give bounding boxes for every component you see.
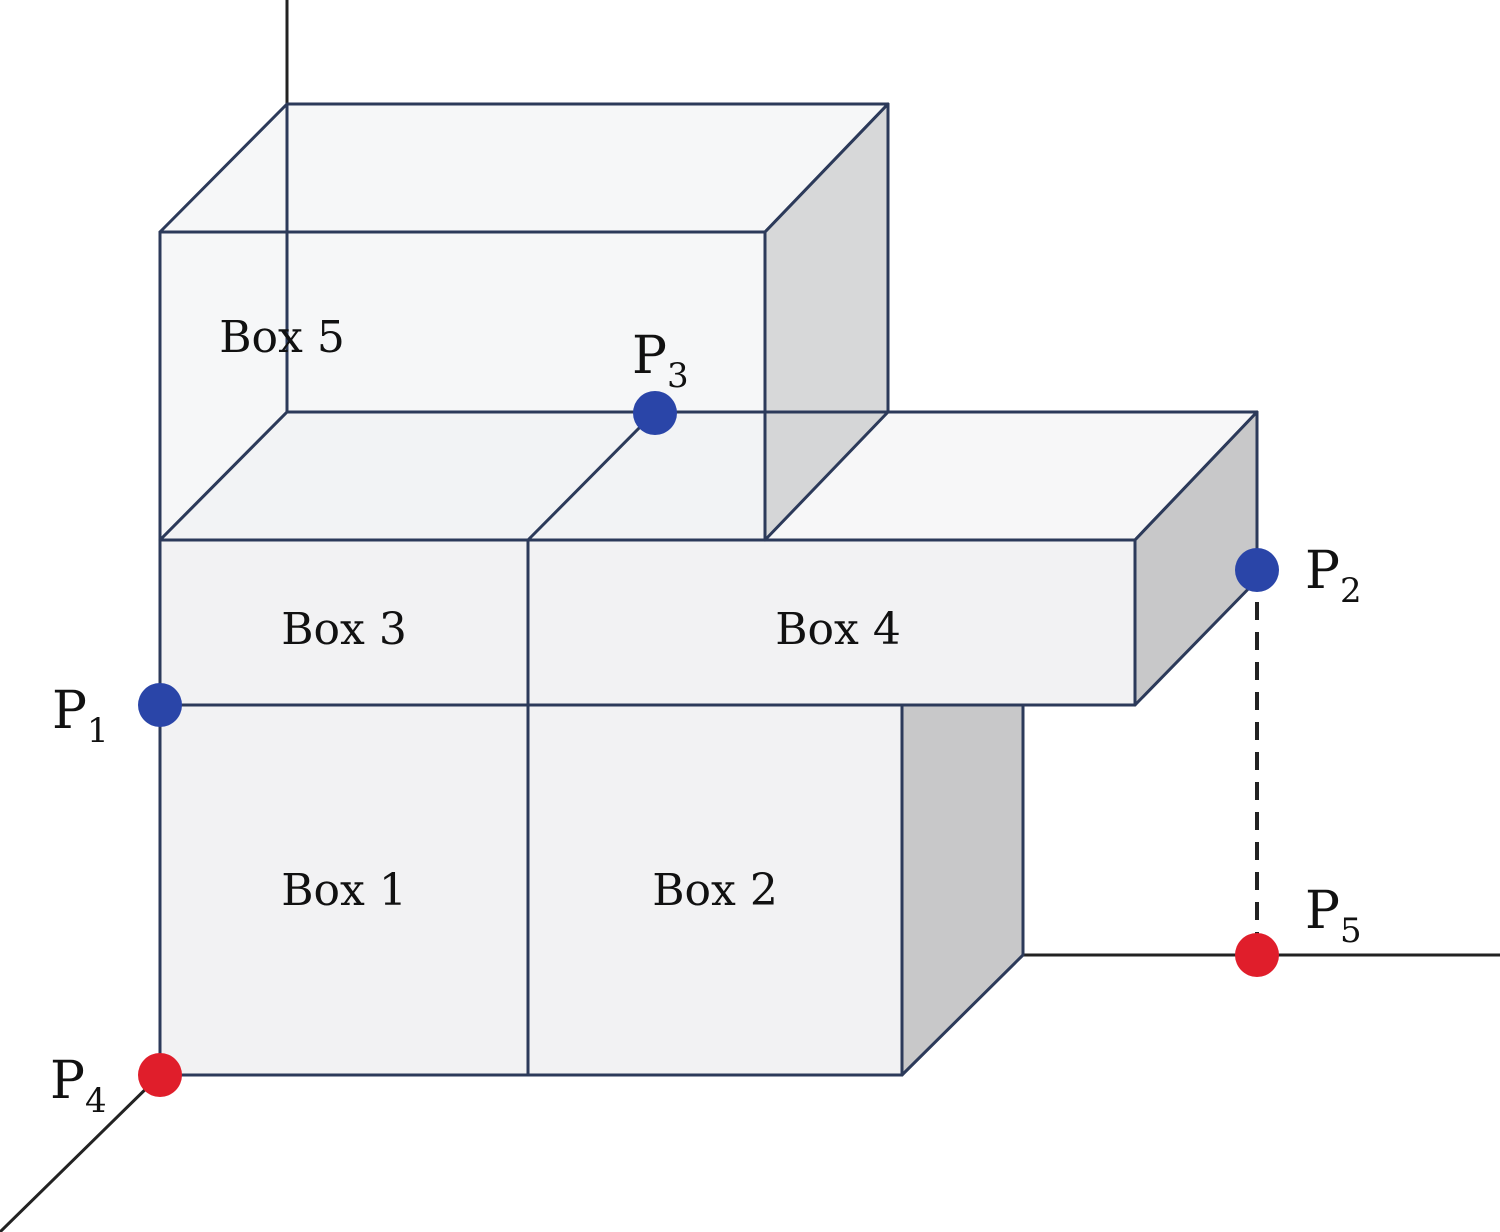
p3-point — [633, 391, 677, 435]
box1-label: Box 1 — [281, 865, 407, 916]
p3-subscript: 3 — [667, 356, 689, 396]
box5-front-face — [158, 230, 767, 542]
p5-letter: P — [1305, 881, 1340, 941]
p1-label: P1 — [52, 681, 109, 751]
p2-label: P2 — [1305, 541, 1362, 611]
box2-label: Box 2 — [652, 865, 778, 916]
p2-point — [1235, 548, 1279, 592]
p4-letter: P — [50, 1051, 85, 1111]
box5-label: Box 5 — [219, 312, 345, 363]
box5-bottom-depth-edge — [158, 410, 289, 542]
box5-top-face — [158, 102, 890, 234]
p4-point — [138, 1053, 182, 1097]
depth-axis — [0, 1073, 162, 1232]
box4-label: Box 4 — [775, 604, 901, 655]
p5-point — [1235, 933, 1279, 977]
p3-letter: P — [632, 326, 667, 386]
p2-letter: P — [1305, 541, 1340, 601]
p1-letter: P — [52, 681, 87, 741]
p1-subscript: 1 — [87, 711, 109, 751]
p2-subscript: 2 — [1340, 571, 1362, 611]
p5-subscript: 5 — [1340, 911, 1362, 951]
box3-label: Box 3 — [281, 604, 407, 655]
box2-side-face — [900, 703, 1025, 1077]
p3-label: P3 — [632, 326, 689, 396]
p4-label: P4 — [50, 1051, 107, 1121]
p1-point — [138, 683, 182, 727]
box4-front-face — [526, 538, 1137, 707]
box3-box4-top-split-edge — [526, 410, 657, 542]
p4-subscript: 4 — [85, 1081, 107, 1121]
p5-label: P5 — [1305, 881, 1362, 951]
